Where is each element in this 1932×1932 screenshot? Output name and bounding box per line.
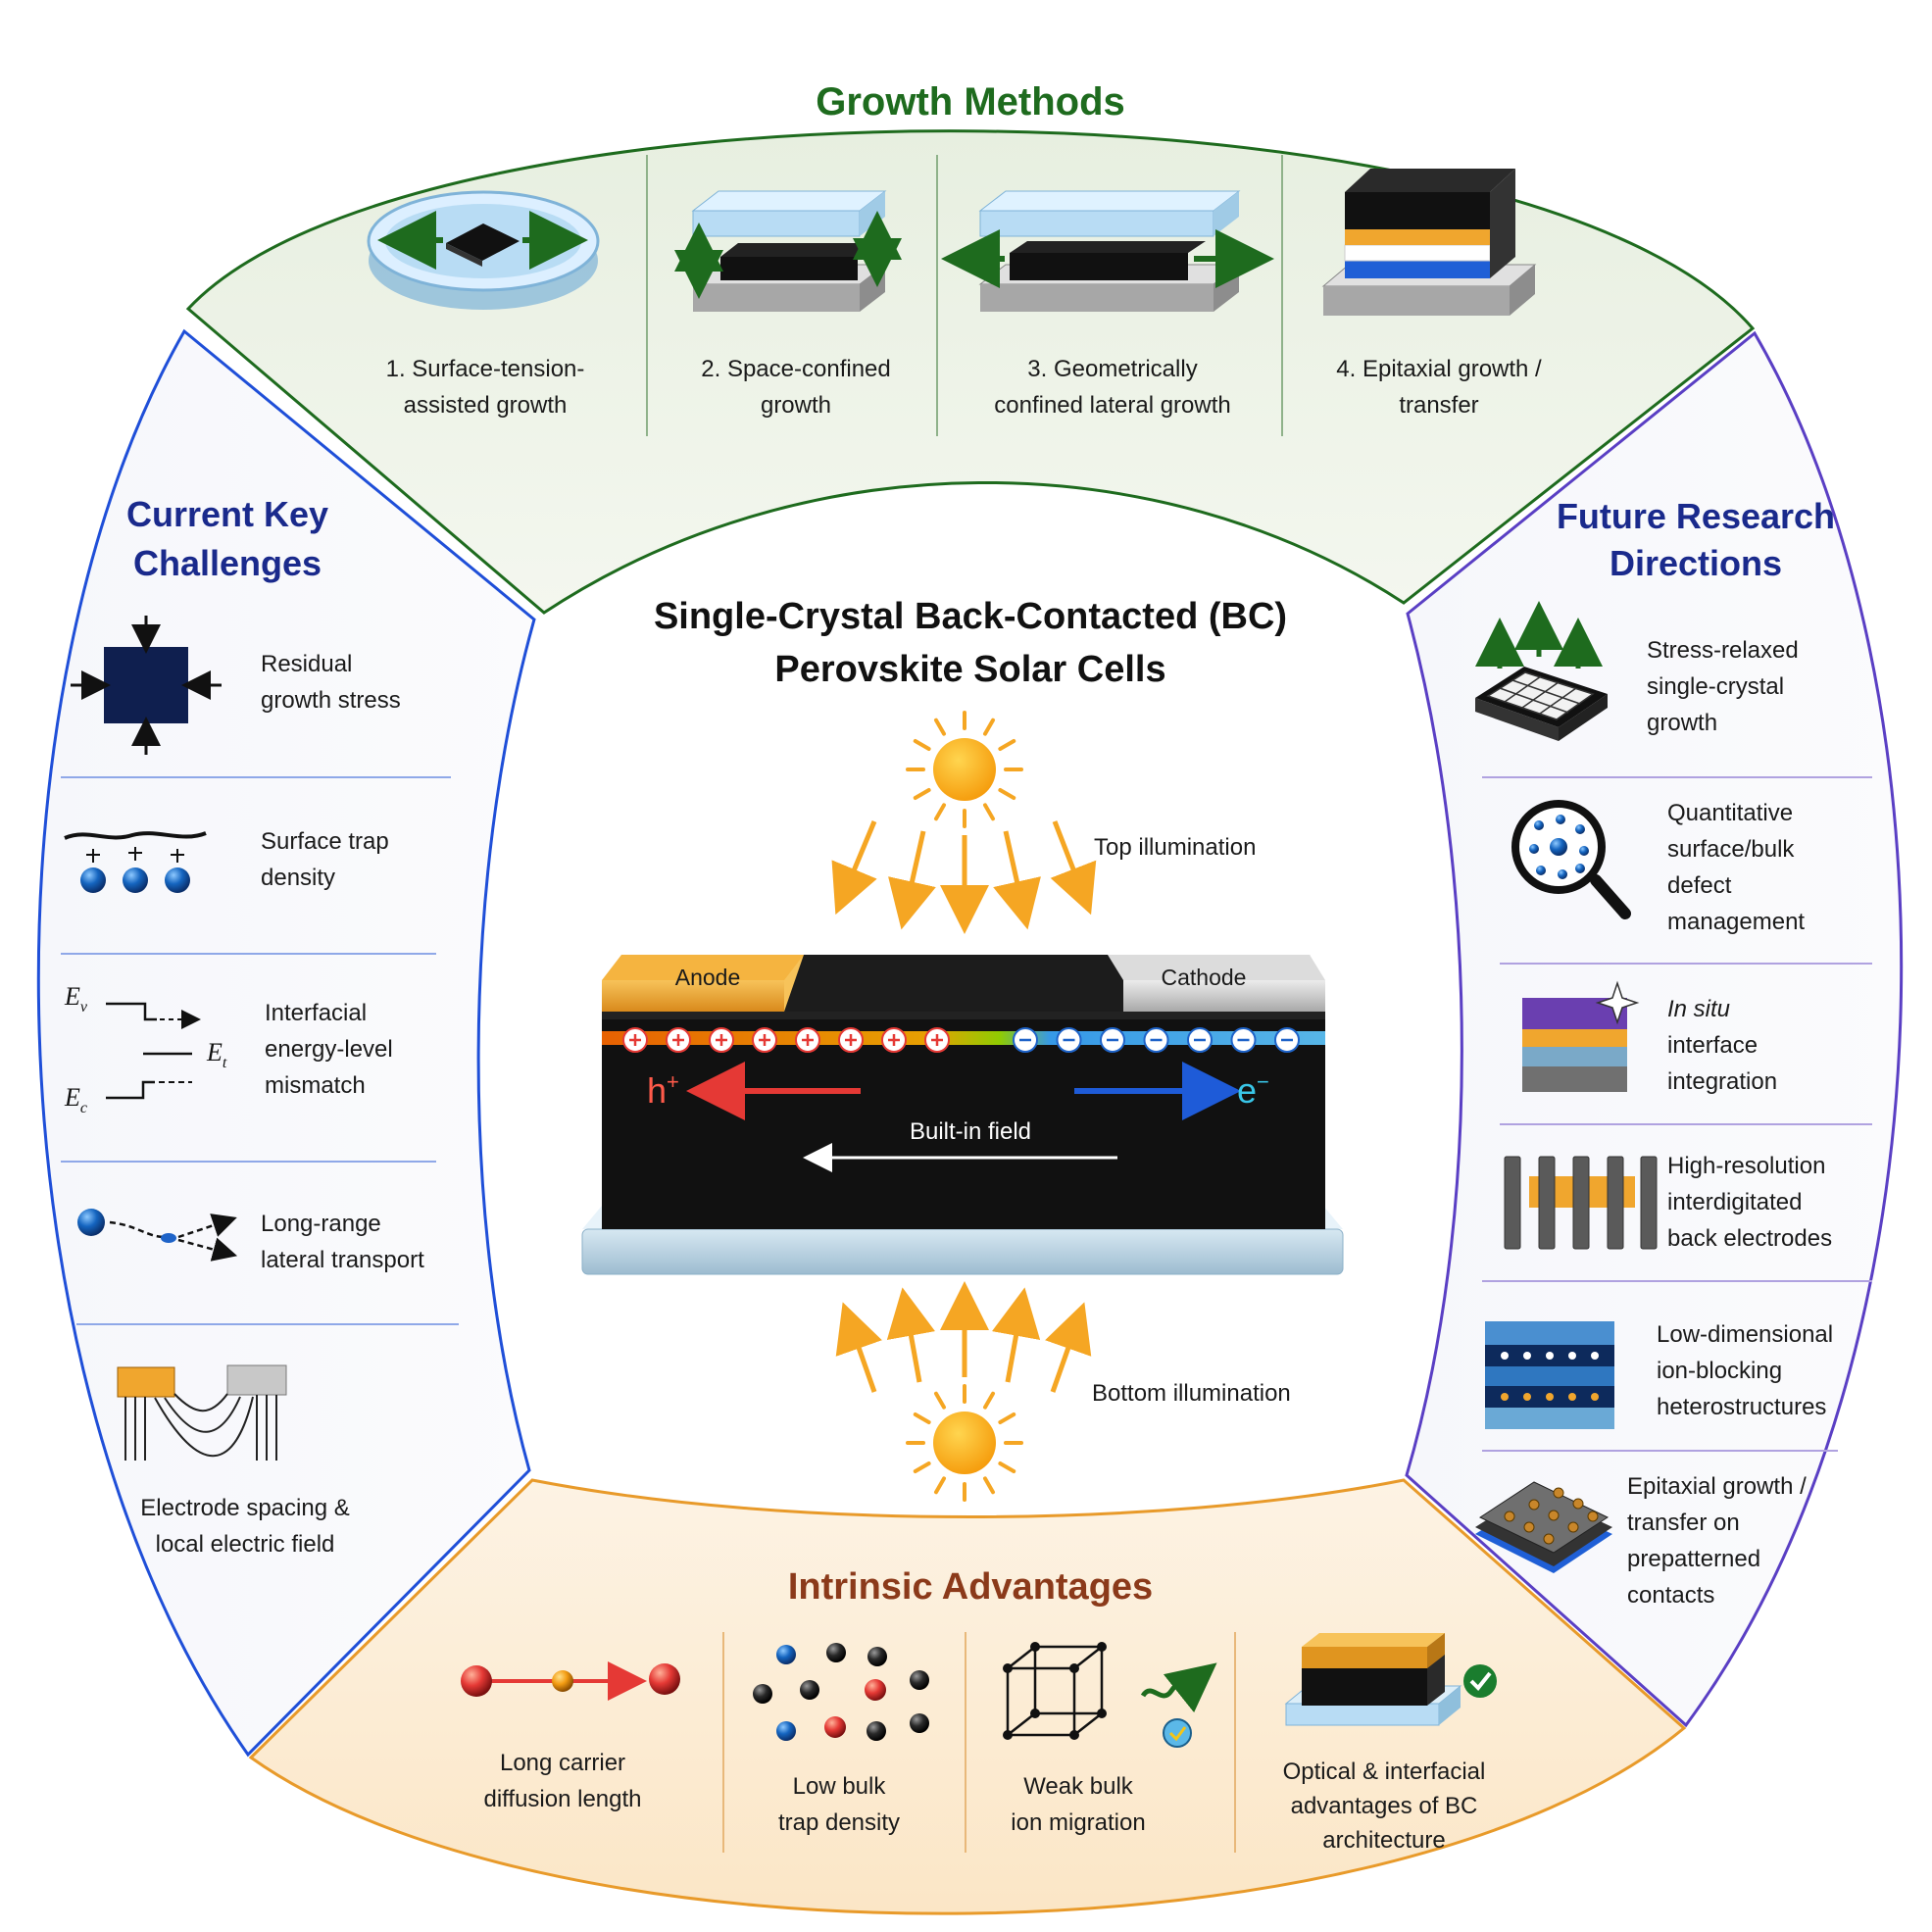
advantages-panel bbox=[248, 1478, 1687, 1915]
sun-ray bbox=[983, 1476, 995, 1495]
built-in-field-label: Built-in field bbox=[910, 1118, 1031, 1145]
electron-charges bbox=[1013, 1027, 1300, 1053]
anode-electrode[interactable] bbox=[602, 955, 804, 1012]
future-label-2: Quantitative surface/bulk defect managem… bbox=[1667, 800, 1806, 935]
advantages-label-4: Optical & interfacial advantages of BC a… bbox=[1282, 1759, 1486, 1854]
bc-architecture-icon bbox=[1284, 1633, 1497, 1726]
future-label-3: In situ interface integration bbox=[1667, 991, 1863, 1100]
future-label-6: Epitaxial growth / transfer on prepatter… bbox=[1627, 1473, 1807, 1609]
growth-label-4: 4. Epitaxial growth / transfer bbox=[1336, 356, 1542, 419]
sun-ray bbox=[913, 739, 931, 751]
advantages-label-2: Low bulk trap density bbox=[777, 1773, 901, 1836]
space-confined-icon bbox=[674, 190, 902, 312]
stress-relaxed-grid-icon bbox=[1475, 601, 1608, 741]
advantages-label-1: Long carrier diffusion length bbox=[483, 1750, 642, 1812]
top-illumination-label: Top illumination bbox=[1094, 834, 1257, 861]
sun-ray bbox=[983, 718, 995, 736]
advantages-dividers bbox=[722, 1632, 1236, 1853]
bottom-sun-icon bbox=[906, 1384, 1023, 1502]
et-sub: t bbox=[223, 1055, 227, 1071]
future-label-4: High-resolution interdigitated back elec… bbox=[1667, 1153, 1833, 1252]
sun-ray bbox=[913, 1412, 931, 1424]
electrode-field-icon bbox=[117, 1364, 287, 1461]
ec-sub: c bbox=[80, 1100, 87, 1116]
challenges-label-3: Interfacial energy-level mismatch bbox=[265, 1000, 393, 1099]
electron-label: e− bbox=[1237, 1069, 1269, 1111]
growth-title: Growth Methods bbox=[816, 80, 1125, 124]
bottom-illumination-arrows bbox=[835, 1281, 1092, 1393]
sun-ray bbox=[913, 788, 931, 800]
sun-ray bbox=[998, 1461, 1016, 1473]
growth-dividers bbox=[646, 155, 1283, 436]
challenges-label-1: Residual growth stress bbox=[261, 651, 401, 714]
challenges-label-2: Surface trap density bbox=[261, 828, 389, 891]
sun-ray bbox=[934, 1391, 946, 1410]
epitaxial-stack-icon bbox=[1321, 169, 1537, 316]
ec-label: E bbox=[64, 1083, 80, 1112]
lattice-cube-icon bbox=[1003, 1642, 1107, 1740]
hole-label: h+ bbox=[647, 1069, 679, 1111]
challenges-title: Current Key Challenges bbox=[125, 494, 329, 583]
magnifier-defect-icon bbox=[1511, 800, 1631, 919]
lateral-growth-icon bbox=[941, 190, 1274, 312]
sun-ray bbox=[998, 788, 1016, 800]
top-sun-icon bbox=[906, 711, 1023, 828]
challenges-label-5: Electrode spacing & local electric field bbox=[140, 1495, 350, 1558]
bottom-illumination-label: Bottom illumination bbox=[1092, 1380, 1291, 1407]
sun-ray bbox=[934, 718, 946, 736]
et-label: E bbox=[206, 1038, 223, 1066]
sun-ray bbox=[998, 1412, 1016, 1424]
sun-ray bbox=[934, 803, 946, 821]
sun-ray bbox=[913, 1461, 931, 1473]
ev-sub: v bbox=[80, 999, 88, 1016]
svg-text:Ec: Ec bbox=[64, 1083, 87, 1116]
diffusion-length-icon bbox=[461, 1661, 680, 1701]
trap-density-icon bbox=[753, 1643, 929, 1741]
sun-ray bbox=[998, 739, 1016, 751]
svg-text:Et: Et bbox=[206, 1038, 227, 1071]
ev-label: E bbox=[64, 982, 80, 1011]
advantages-title: Intrinsic Advantages bbox=[787, 1566, 1154, 1608]
future-dividers bbox=[1482, 776, 1872, 1452]
surface-trap-icon bbox=[64, 831, 207, 893]
top-illumination-arrows bbox=[831, 820, 1097, 934]
sun-ray bbox=[983, 1391, 995, 1410]
suppressed-migration-icon bbox=[1140, 1662, 1217, 1748]
center-title: Single-Crystal Back-Contacted (BC) Perov… bbox=[653, 596, 1288, 690]
petri-dish-icon bbox=[367, 190, 600, 310]
future-label-5: Low-dimensional ion-blocking heterostruc… bbox=[1657, 1321, 1834, 1420]
challenges-dividers bbox=[61, 776, 459, 1325]
layered-interface-icon bbox=[1522, 980, 1640, 1092]
future-label-3-em: In situ bbox=[1667, 996, 1731, 1022]
stress-square-icon bbox=[71, 616, 222, 755]
advantages-label-3: Weak bulk ion migration bbox=[1011, 1773, 1146, 1836]
sun-ray bbox=[983, 803, 995, 821]
sun-ray bbox=[934, 1476, 946, 1495]
cathode-electrode[interactable] bbox=[1108, 955, 1325, 1012]
interdigitated-electrode-icon bbox=[1504, 1156, 1658, 1250]
future-label-1: Stress-relaxed single-crystal growth bbox=[1647, 637, 1799, 736]
challenges-label-4: Long-range lateral transport bbox=[261, 1211, 424, 1273]
growth-label-2: 2. Space-confined growth bbox=[701, 356, 891, 419]
lateral-transport-icon bbox=[77, 1209, 238, 1262]
future-title: Future Research Directions bbox=[1556, 496, 1836, 583]
svg-text:Ev: Ev bbox=[64, 982, 88, 1016]
future-label-3-text: interface integration bbox=[1667, 1032, 1778, 1095]
hole-charges bbox=[622, 1027, 950, 1053]
prepatterned-contact-icon bbox=[1475, 1481, 1612, 1573]
cathode-label: Cathode bbox=[1162, 965, 1247, 990]
energy-level-icon: Ev Et Ec bbox=[64, 982, 227, 1116]
growth-label-3: 3. Geometrically confined lateral growth bbox=[994, 356, 1231, 419]
growth-label-1: 1. Surface-tension- assisted growth bbox=[385, 356, 585, 419]
anode-label: Anode bbox=[675, 965, 741, 990]
heterostructure-icon bbox=[1485, 1321, 1614, 1429]
